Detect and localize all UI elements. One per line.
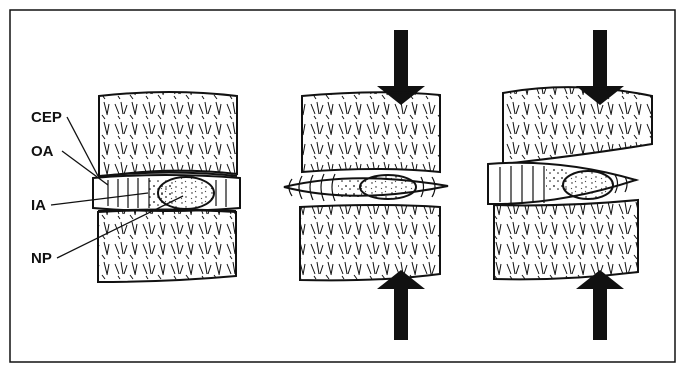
- upper-vertebra: [99, 92, 237, 177]
- lower-vertebra: [300, 205, 440, 280]
- lower-vertebra: [494, 200, 638, 279]
- upper-vertebra: [302, 92, 440, 172]
- label-oa: OA: [31, 143, 54, 160]
- lower-vertebra: [98, 210, 236, 282]
- label-ia: IA: [31, 197, 46, 214]
- label-np: NP: [31, 250, 52, 267]
- label-cep: CEP: [31, 109, 62, 126]
- inner-annulus-area: [338, 178, 362, 197]
- nucleus-pulposus: [563, 171, 613, 199]
- nucleus-pulposus: [360, 175, 416, 199]
